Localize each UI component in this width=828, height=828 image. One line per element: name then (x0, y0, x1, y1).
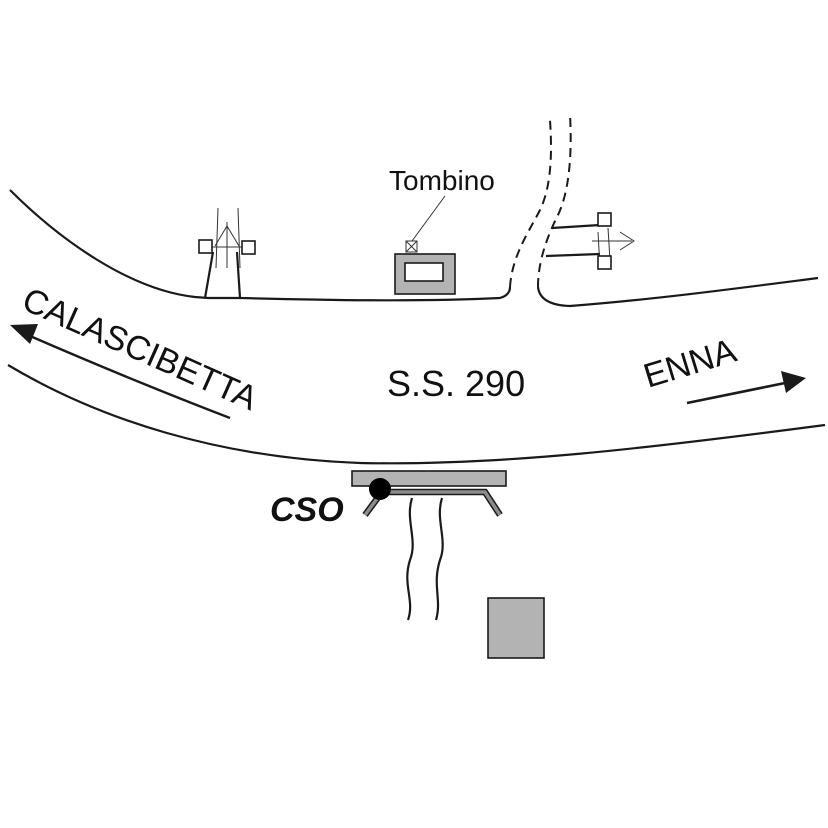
tombino-manhole-icon (394, 195, 456, 295)
cso-point-marker (369, 478, 391, 500)
arrow-to-calascibetta-icon (10, 324, 231, 420)
arrow-to-enna-icon (686, 371, 806, 405)
gray-structure-block (487, 597, 545, 659)
road-name-label: S.S. 290 (387, 363, 525, 404)
side-road-dashed-right (537, 114, 572, 288)
cso-outfall-structure (351, 470, 507, 517)
pipe-outlet-structure-right (545, 212, 635, 270)
cso-label: CSO (270, 491, 344, 529)
tombino-label: Tombino (389, 165, 495, 196)
road-lower-edge (7, 364, 826, 465)
direction-label-calascibetta: CALASCIBETTA (17, 281, 263, 419)
road-upper-edge-left (9, 189, 512, 302)
direction-label-enna: ENNA (639, 332, 741, 396)
pylon-structure-left (198, 207, 256, 299)
road-upper-edge-right (536, 276, 819, 308)
side-road-dashed-left (509, 119, 552, 288)
outfall-stream-left (406, 497, 414, 621)
outfall-stream-right (434, 497, 444, 621)
